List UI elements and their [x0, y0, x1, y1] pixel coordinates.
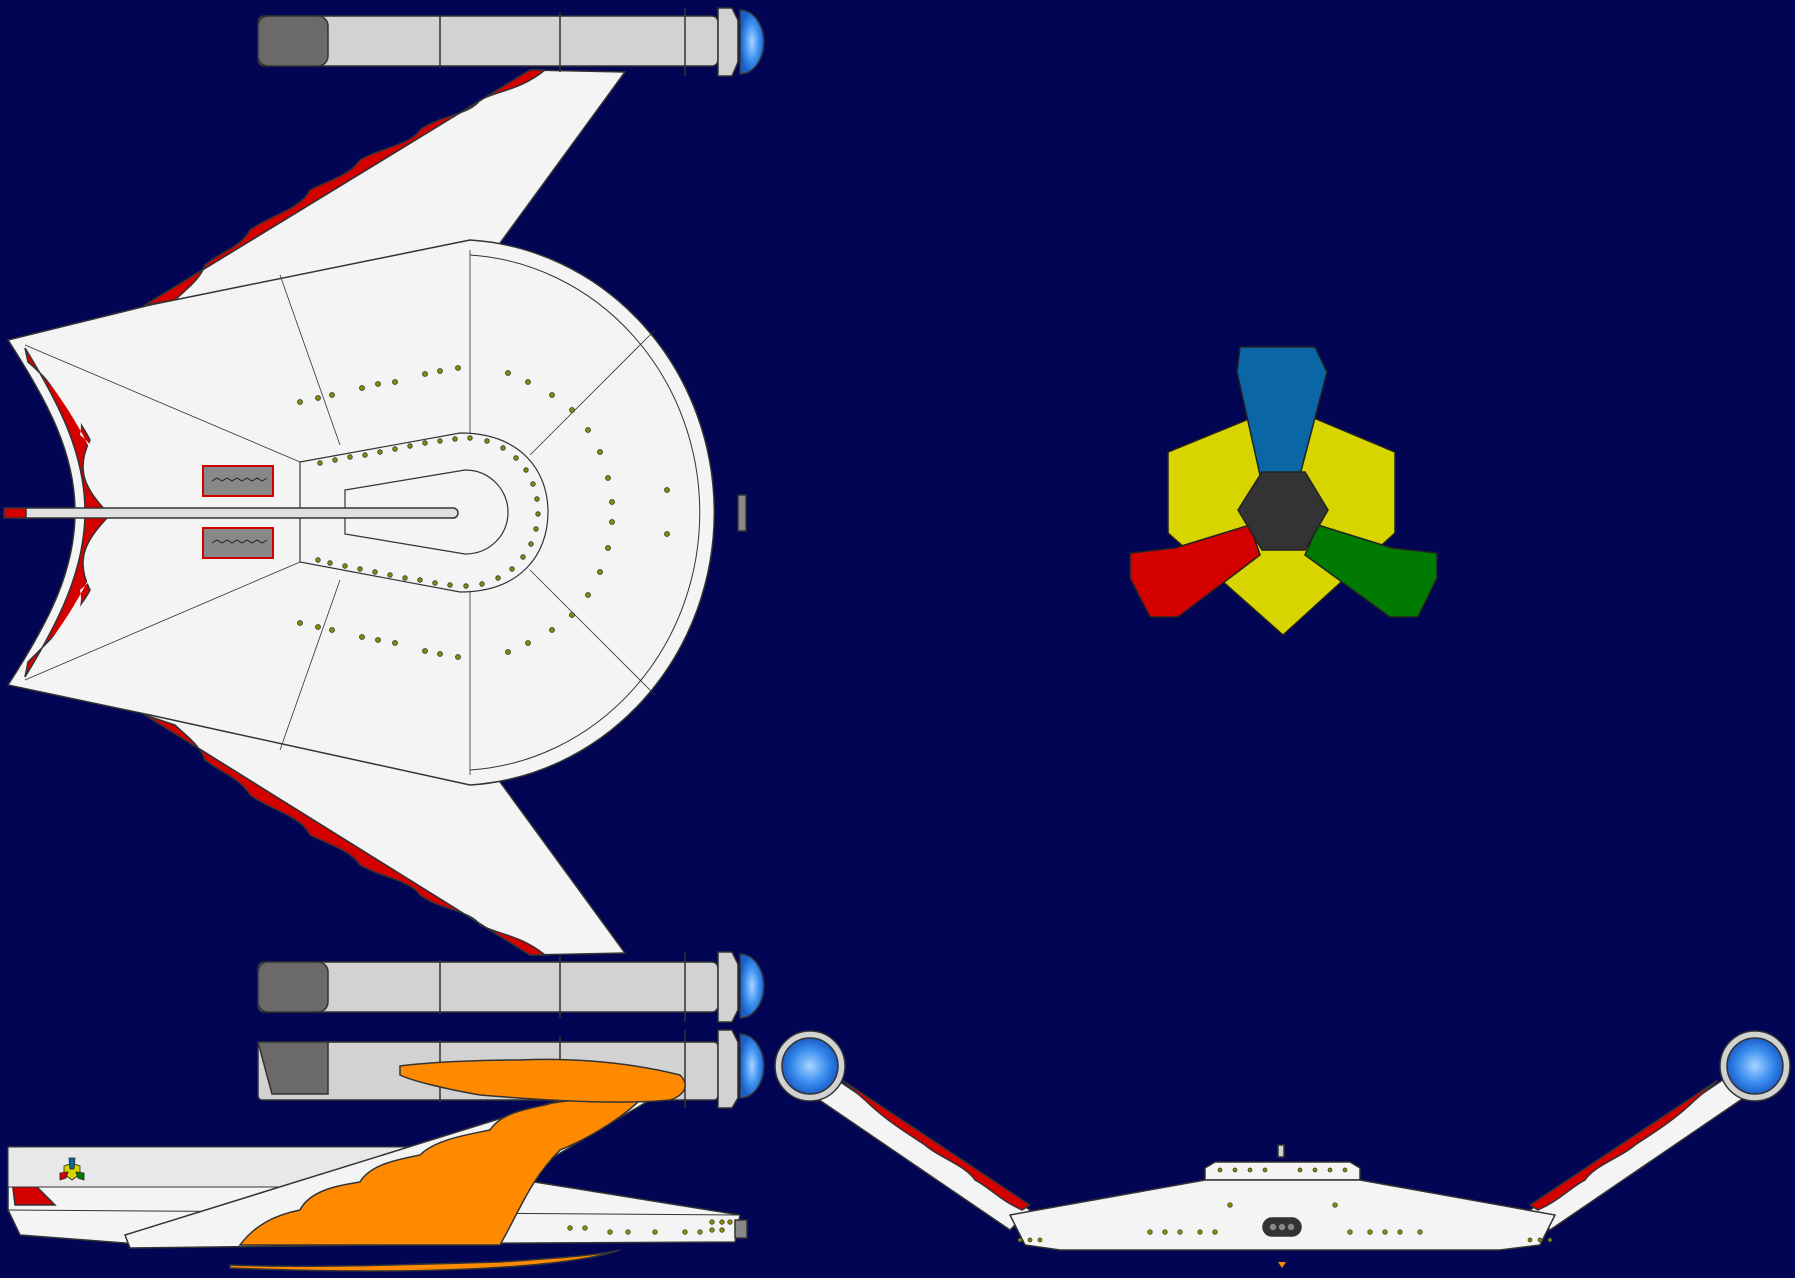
- front-right-pylon: [1528, 1030, 1791, 1231]
- bussard-glow-icon: [739, 953, 765, 1019]
- top-view: [3, 7, 765, 1023]
- tri-hexagon-emblem-icon: [1129, 346, 1438, 637]
- front-view: [774, 1030, 1791, 1268]
- window-dots: [297, 365, 670, 660]
- hull-vents: [202, 465, 274, 559]
- side-window-dots: [567, 1219, 733, 1235]
- upper-wing: [142, 69, 627, 306]
- bussard-glow-icon: [739, 9, 765, 75]
- saucer-hull: [3, 239, 747, 786]
- bussard-glow-icon: [1726, 1037, 1784, 1095]
- tri-hexagon-emblem-icon: [59, 1157, 85, 1181]
- side-pylon: [124, 1058, 686, 1272]
- upper-nacelle: [257, 7, 765, 77]
- front-saucer: [1008, 1144, 1557, 1268]
- bussard-glow-icon: [739, 1033, 765, 1099]
- front-left-pylon: [774, 1030, 1032, 1231]
- front-window-dots: [1017, 1167, 1553, 1243]
- side-view: [7, 1029, 765, 1272]
- lower-nacelle: [257, 951, 765, 1023]
- bussard-glow-icon: [781, 1037, 839, 1095]
